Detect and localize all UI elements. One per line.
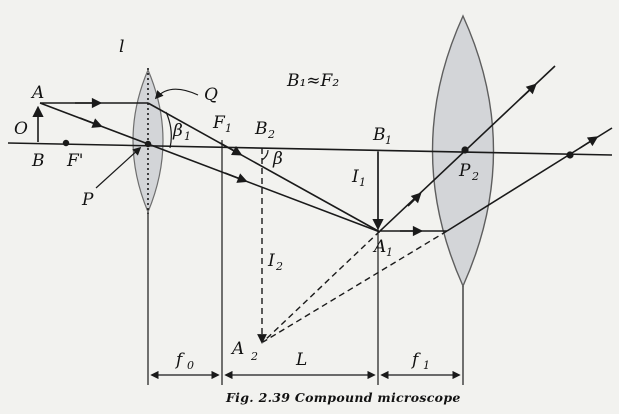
- label-i2: I: [267, 251, 275, 271]
- ray-central-arrow-2: [224, 172, 248, 183]
- label-f-prime: F': [66, 151, 83, 171]
- label-i1-sub: 1: [359, 176, 366, 189]
- label-a1: A: [372, 237, 386, 257]
- far-dot: [566, 151, 574, 159]
- label-f1-sub: 1: [225, 122, 232, 135]
- label-fe-sub: 1: [423, 359, 430, 372]
- virtual-ray-2: [262, 230, 448, 343]
- ray-emergent-arrow-mid: [407, 192, 422, 207]
- label-b1-sub: 1: [385, 134, 392, 147]
- label-beta: β: [272, 149, 283, 169]
- focus-f-prime-dot: [62, 139, 70, 147]
- ray-emergent-1-arrow: [519, 83, 537, 100]
- label-p2: P: [458, 161, 471, 181]
- optical-center-p2-dot: [461, 146, 469, 154]
- label-lens-mark: l: [119, 37, 124, 57]
- label-q: Q: [204, 85, 218, 105]
- angle-beta-arc: [261, 149, 269, 161]
- label-i1: I: [351, 167, 359, 187]
- label-f0-sub: 0: [187, 359, 194, 372]
- label-a1-sub: 1: [386, 246, 393, 259]
- label-a: A: [30, 83, 44, 103]
- ray-refracted-arrow: [219, 142, 243, 156]
- ray-refracted: [147, 102, 381, 233]
- leader-p: [95, 146, 142, 189]
- figure-caption: Fig. 2.39 Compound microscope: [225, 390, 461, 405]
- label-i2-sub: 2: [275, 260, 283, 273]
- angle-beta1-arc: [165, 111, 172, 149]
- label-b2: B: [254, 119, 268, 139]
- label-b: B: [31, 151, 45, 171]
- label-b1: B: [372, 125, 386, 145]
- label-beta1: β: [172, 121, 183, 141]
- label-L: L: [295, 350, 307, 370]
- label-beta1-sub: 1: [184, 130, 191, 143]
- ray-emergent-2-arrow: [579, 136, 599, 149]
- label-f1: F: [212, 113, 226, 133]
- label-fe: f: [410, 350, 421, 370]
- principal-axis: [7, 142, 613, 156]
- label-a2: A: [230, 339, 244, 359]
- label-o: O: [14, 119, 28, 139]
- label-p2-sub: 2: [471, 170, 479, 183]
- label-f0: f: [174, 350, 185, 370]
- ray-central-arrow-1: [79, 117, 103, 128]
- leader-q: [154, 88, 199, 100]
- label-relation: B₁≈F₂: [286, 71, 339, 91]
- label-p: P: [81, 190, 94, 210]
- label-b2-sub: 2: [267, 128, 275, 141]
- label-a2-sub: 2: [250, 350, 258, 363]
- virtual-ray-1: [262, 230, 381, 343]
